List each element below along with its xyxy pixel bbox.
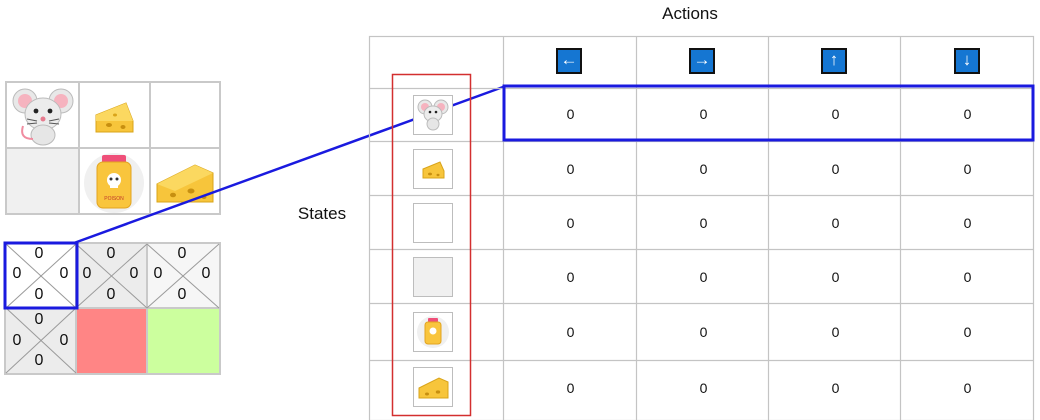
mouse-icon bbox=[417, 99, 449, 131]
q-value-cell: 0 bbox=[699, 324, 708, 340]
q-value-cell: 0 bbox=[831, 380, 840, 396]
q-value-cell: 0 bbox=[831, 324, 840, 340]
cheese-icon bbox=[422, 161, 445, 179]
arrow-down-icon[interactable]: ↓ bbox=[954, 48, 980, 74]
cheese-icon bbox=[95, 102, 134, 133]
cheese-cell bbox=[147, 308, 219, 373]
q-right: 0 bbox=[59, 265, 69, 282]
q-value-cell: 0 bbox=[699, 269, 708, 285]
states-column-outline bbox=[391, 73, 472, 417]
selected-state-highlight bbox=[3, 241, 79, 310]
q-left: 0 bbox=[82, 265, 92, 282]
actions-label: Actions bbox=[662, 4, 718, 23]
state-poison-thumb bbox=[413, 312, 453, 352]
poison-label: POISON bbox=[104, 196, 124, 202]
poison-icon: POISON bbox=[84, 153, 144, 213]
q-value-cell: 0 bbox=[699, 161, 708, 177]
q-value-cell: 0 bbox=[566, 161, 575, 177]
state-cheese-big-thumb bbox=[413, 367, 453, 407]
q-value-cell: 0 bbox=[963, 215, 972, 231]
state-empty-gray-thumb bbox=[413, 257, 453, 297]
q-value-cell: 0 bbox=[566, 106, 575, 122]
states-label: States bbox=[297, 204, 347, 223]
q-value-cell: 0 bbox=[566, 215, 575, 231]
q-top: 0 bbox=[34, 245, 44, 262]
q-left: 0 bbox=[153, 265, 163, 282]
arrow-right-icon[interactable]: → bbox=[689, 48, 715, 74]
poison-cell bbox=[76, 308, 147, 373]
q-left: 0 bbox=[12, 332, 22, 349]
q-value-grid bbox=[3, 241, 221, 375]
state-mouse-thumb bbox=[413, 95, 453, 135]
q-value-cell: 0 bbox=[699, 380, 708, 396]
poison-icon bbox=[417, 316, 449, 348]
q-right: 0 bbox=[59, 332, 69, 349]
q-value-cell: 0 bbox=[963, 324, 972, 340]
arrow-up-icon[interactable]: ↑ bbox=[821, 48, 847, 74]
q-value-cell: 0 bbox=[566, 324, 575, 340]
q-value-cell: 0 bbox=[963, 380, 972, 396]
q-left: 0 bbox=[12, 265, 22, 282]
arrow-left-icon[interactable]: ← bbox=[556, 48, 582, 74]
q-bottom: 0 bbox=[106, 286, 116, 303]
q-right: 0 bbox=[201, 265, 211, 282]
q-bottom: 0 bbox=[34, 352, 44, 369]
q-value-cell: 0 bbox=[963, 269, 972, 285]
state-empty-thumb bbox=[413, 203, 453, 243]
q-top: 0 bbox=[177, 245, 187, 262]
q-right: 0 bbox=[129, 265, 139, 282]
state-cheese-thumb bbox=[413, 149, 453, 189]
q-top: 0 bbox=[34, 311, 44, 328]
q-value-cell: 0 bbox=[566, 380, 575, 396]
q-value-cell: 0 bbox=[566, 269, 575, 285]
q-top: 0 bbox=[106, 245, 116, 262]
cheese-big-icon bbox=[418, 377, 449, 399]
q-value-cell: 0 bbox=[699, 215, 708, 231]
mouse-icon bbox=[12, 88, 74, 146]
q-bottom: 0 bbox=[34, 286, 44, 303]
q-value-cell: 0 bbox=[831, 106, 840, 122]
cheese-big-icon bbox=[156, 164, 214, 203]
q-value-cell: 0 bbox=[963, 161, 972, 177]
q-bottom: 0 bbox=[177, 286, 187, 303]
q-value-cell: 0 bbox=[831, 161, 840, 177]
selected-row-highlight bbox=[502, 84, 1035, 142]
environment-grid: POISON bbox=[5, 81, 221, 215]
q-value-cell: 0 bbox=[831, 269, 840, 285]
q-value-cell: 0 bbox=[963, 106, 972, 122]
q-value-cell: 0 bbox=[831, 215, 840, 231]
q-value-cell: 0 bbox=[699, 106, 708, 122]
